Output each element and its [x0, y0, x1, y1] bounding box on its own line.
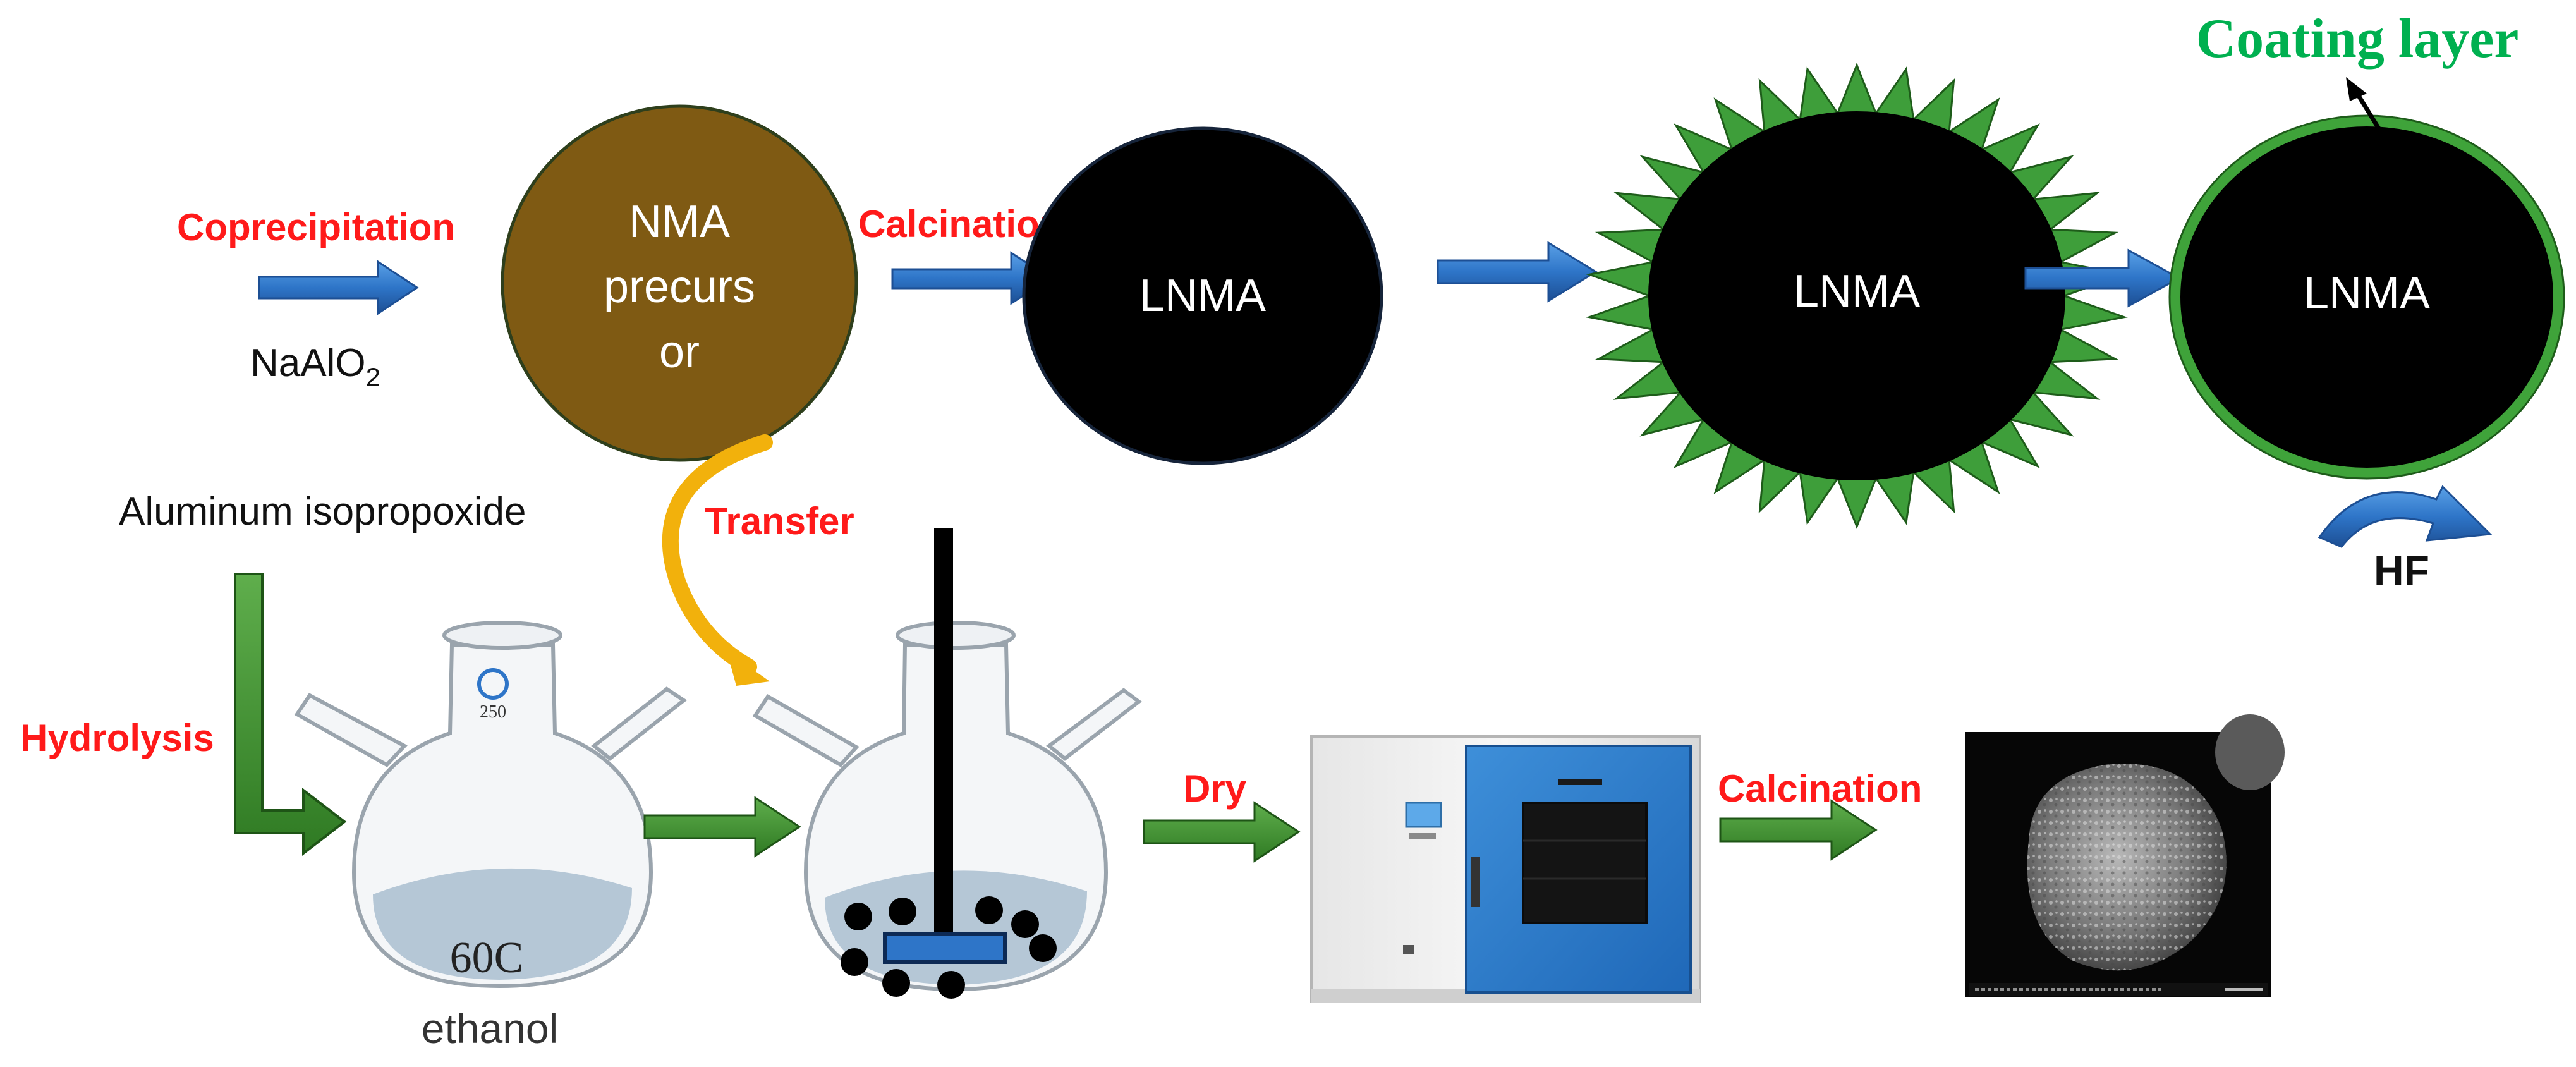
lnma-label-1: LNMA — [1139, 271, 1266, 321]
ethanol-label: ethanol — [422, 1005, 559, 1052]
aluminum-isopropoxide-label: Aluminum isopropoxide — [119, 490, 526, 534]
hydrolysis-arrow — [234, 573, 347, 857]
temperature-label: 60C — [450, 934, 524, 982]
arrow-to-sem-image — [1719, 799, 1878, 861]
transfer-label: Transfer — [705, 500, 854, 542]
flask-volume-marking: 250 — [480, 702, 506, 722]
three-neck-flask-stirring — [752, 528, 1142, 999]
precursor-line-3: or — [659, 327, 700, 377]
calcination-bottom-label: Calcination — [1718, 767, 1922, 810]
hf-curved-arrow — [2318, 485, 2493, 548]
hf-label: HF — [2374, 547, 2429, 594]
particles — [841, 896, 1057, 999]
coprecipitation-label: Coprecipitation — [177, 206, 455, 248]
arrow-to-oven — [1143, 801, 1301, 863]
arrow-to-spiked-lnma — [1437, 241, 1598, 303]
precursor-line-1: NMA — [629, 197, 730, 247]
lnma-particle: LNMA — [1022, 126, 1383, 465]
sem-micrograph — [1965, 714, 2285, 997]
transfer-arrow — [662, 434, 773, 686]
lnma-with-coating-spikes: LNMA — [1586, 62, 2128, 530]
three-neck-flask-ethanol: 250 60C — [294, 621, 688, 989]
hydrolysis-label: Hydrolysis — [20, 717, 214, 759]
lnma-label-2: LNMA — [1794, 266, 1920, 317]
stirrer-paddle — [883, 932, 1007, 964]
arrow-flask-to-flask — [643, 796, 801, 858]
calcination-top-label: Calcination — [858, 203, 1062, 245]
stirrer-rod — [934, 528, 953, 948]
dry-label: Dry — [1183, 767, 1247, 810]
nma-precursor-particle: NMA precurs or — [501, 104, 858, 462]
coating-layer-label: Coating layer — [2196, 8, 2519, 70]
precursor-line-2: precurs — [604, 262, 755, 312]
coated-lnma-particle: LNMA — [2168, 114, 2565, 480]
arrow-to-precursor — [258, 260, 419, 315]
arrow-to-coated-lnma — [2024, 248, 2182, 308]
lnma-label-3: LNMA — [2304, 268, 2430, 319]
naalo2-label: NaAlO2 — [250, 341, 380, 392]
coating-layer-pointer — [2346, 77, 2381, 131]
drying-oven — [1310, 735, 1701, 1003]
